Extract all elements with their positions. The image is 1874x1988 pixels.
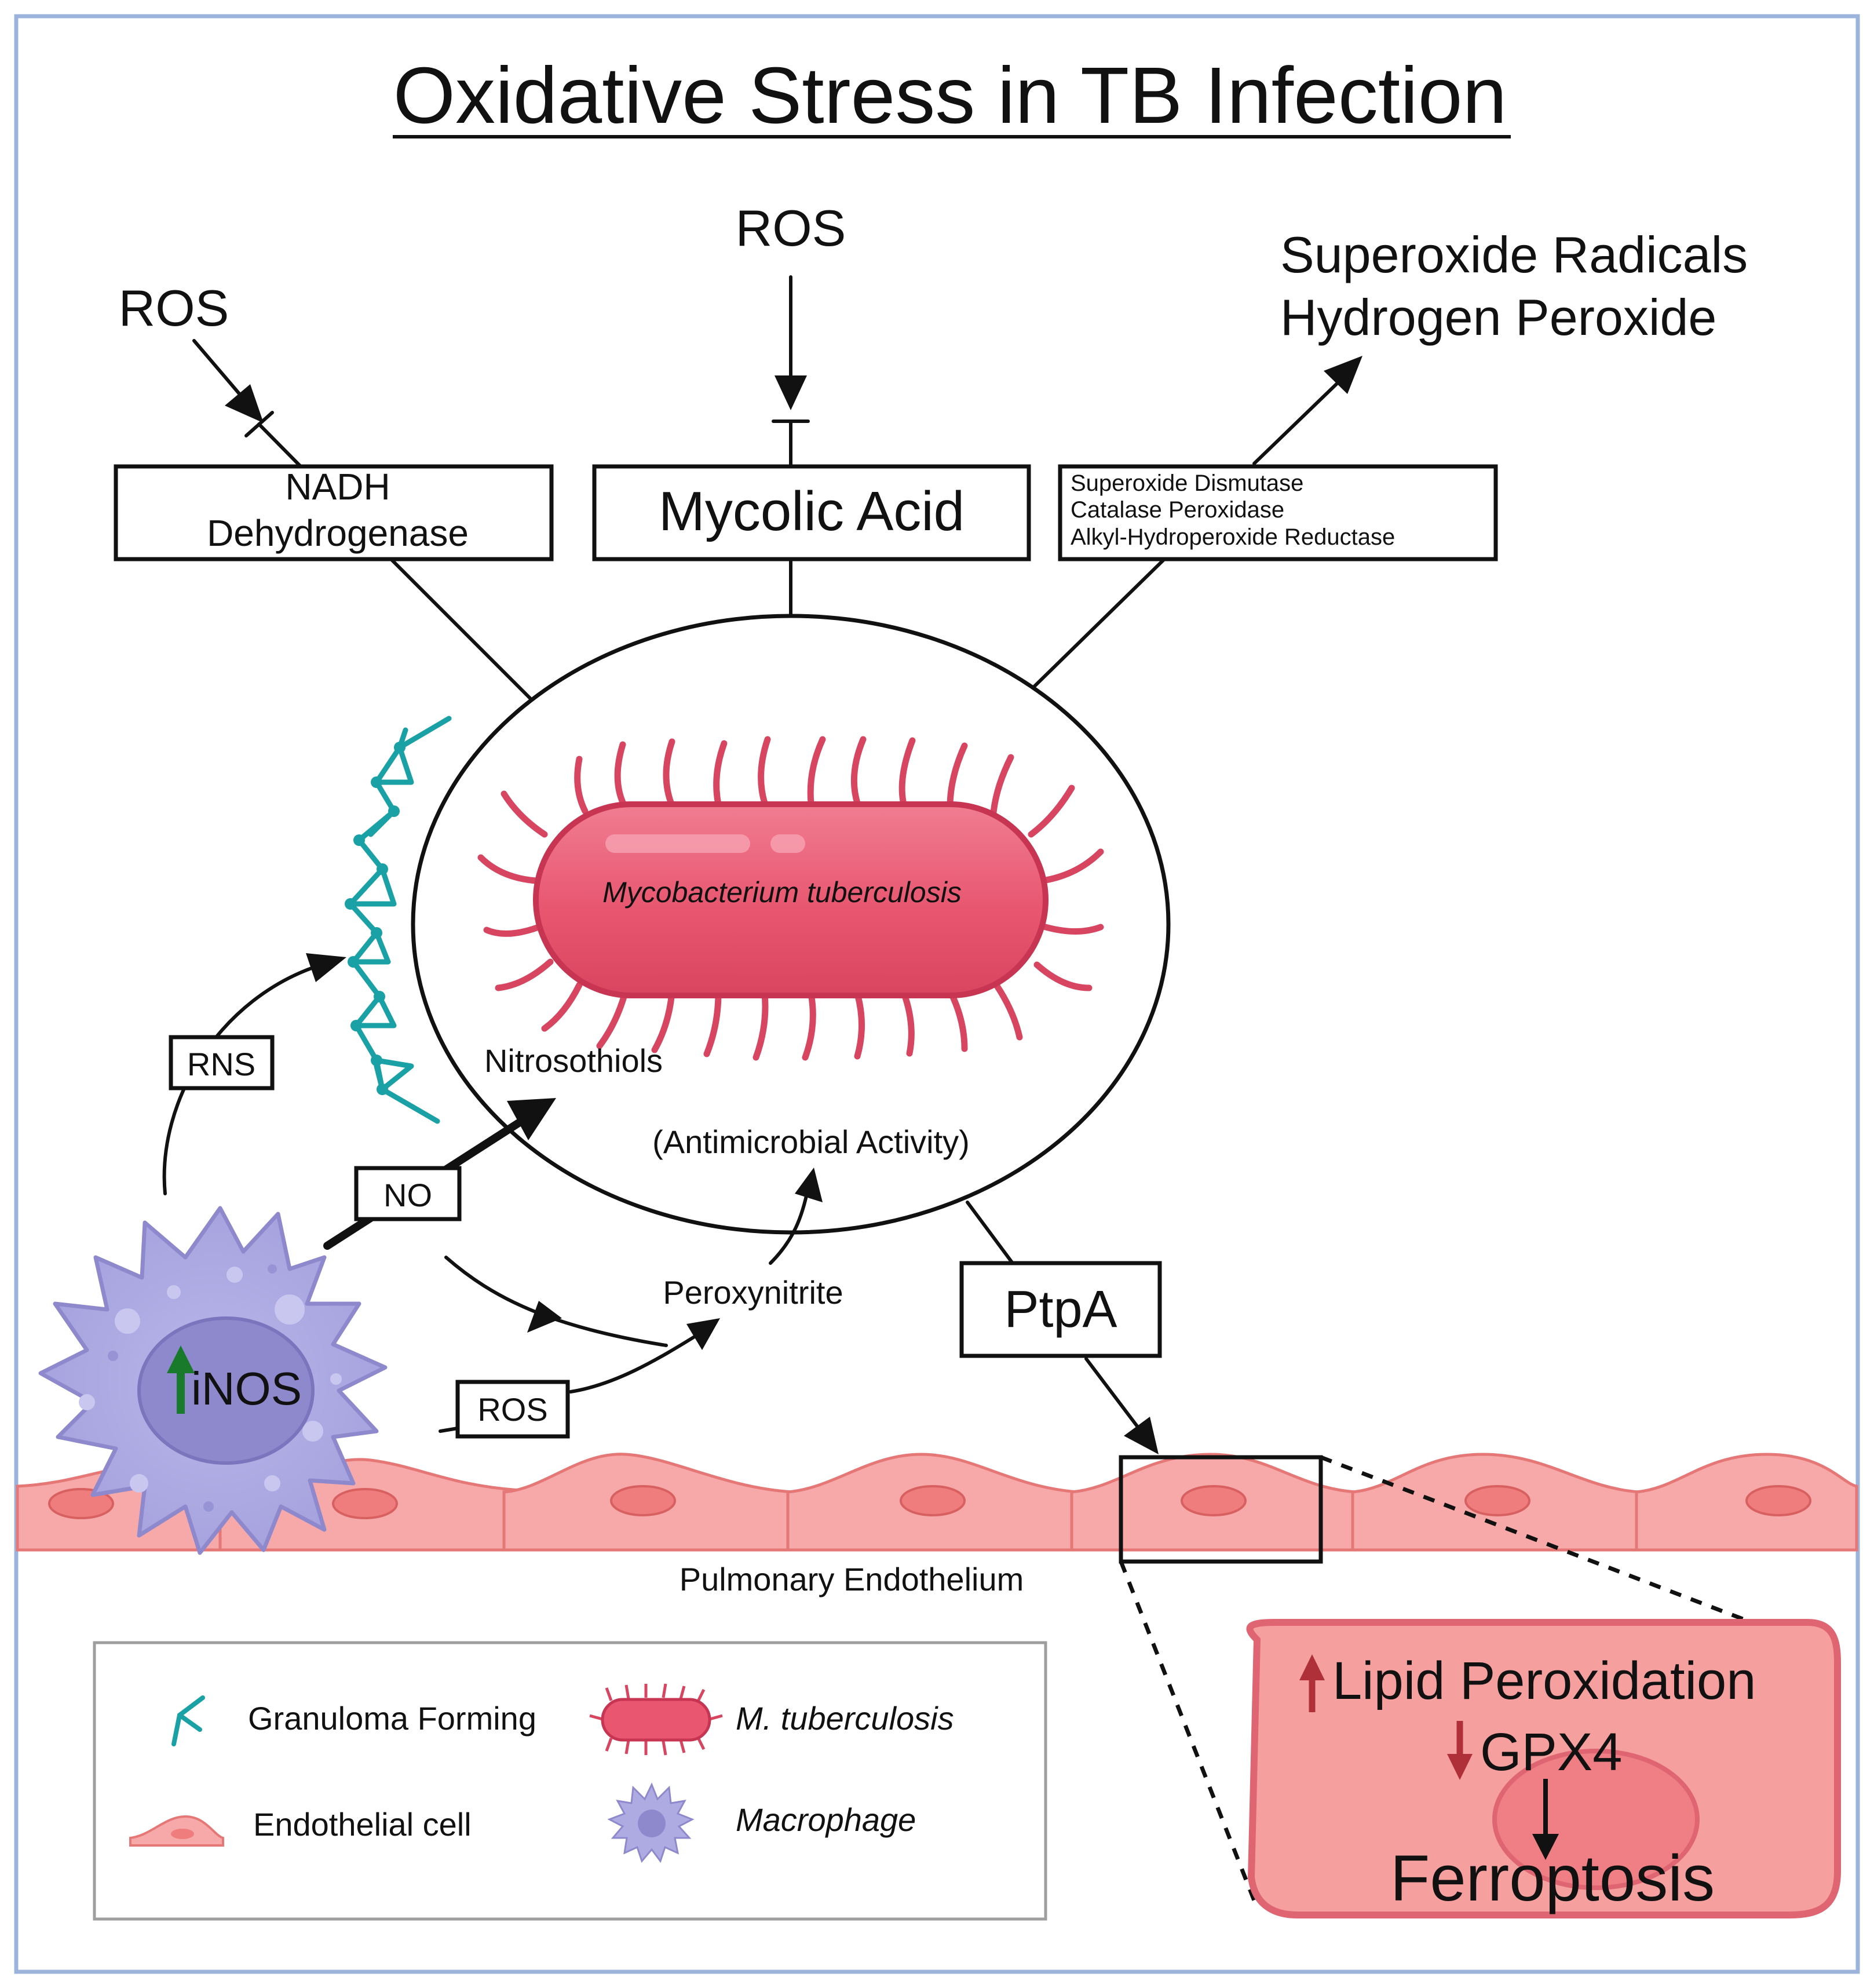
ros-bottom-stub [439, 1427, 459, 1433]
nadh-label-line1: NADH [285, 466, 390, 508]
ptpa-arrow-line [1084, 1357, 1142, 1432]
legend-tuberculosis-icon [589, 1683, 723, 1756]
enzyme-label-3: Alkyl-Hydroperoxide Reductase [1071, 524, 1395, 550]
ptpa-label: PtpA [1004, 1281, 1117, 1338]
mycolic-acid-box [592, 464, 1031, 561]
granuloma-nodes [345, 742, 406, 1095]
ros-left-inhibition-stem [257, 422, 304, 470]
peroxynitrite-to-antimicrobial-path [769, 1186, 810, 1265]
legend-macrophage-label: Macrophage [736, 1801, 916, 1838]
zoom-dash-top [1320, 1455, 1768, 1630]
ros-left-arrow-line [192, 339, 246, 402]
inos-label: iNOS [191, 1363, 302, 1414]
lipid-peroxidation-label: Lipid Peroxidation [1332, 1651, 1756, 1710]
no-to-peroxynitrite-path [444, 1256, 668, 1347]
hydrogen-peroxide-label: Hydrogen Peroxide [1280, 289, 1716, 346]
outer-frame [14, 14, 1860, 1974]
no-to-peroxynitrite-arrowhead [527, 1301, 562, 1333]
ptpa-box [959, 1261, 1162, 1358]
legend-endothelial-icon [129, 1815, 224, 1847]
rns-arrowhead [306, 953, 346, 982]
endothelium-row [16, 1453, 1858, 1552]
peroxynitrite-to-antimicrobial-arrowhead [795, 1168, 823, 1202]
enzymes-to-products-line [1252, 381, 1340, 465]
ros-to-peroxynitrite-path [569, 1331, 703, 1394]
peroxynitrite-label: Peroxynitrite [663, 1274, 843, 1311]
ros-label-top: ROS [736, 199, 846, 257]
gpx4-down-arrowhead [1447, 1754, 1473, 1780]
legend-endothelial-label: Endothelial cell [253, 1806, 472, 1843]
antioxidant-enzymes-box [1058, 464, 1498, 561]
ros-to-peroxynitrite-arrowhead [686, 1318, 720, 1350]
no-label: NO [383, 1177, 432, 1213]
ros-left-arrowhead [225, 384, 264, 423]
nitrosothiols-label: Nitrosothiols [484, 1042, 663, 1079]
zoom-selection-box [1119, 1455, 1323, 1564]
nadh-connector [389, 557, 532, 700]
mycolic-acid-label: Mycolic Acid [659, 480, 965, 542]
no-box [354, 1166, 462, 1221]
circle-to-ptpa-line [966, 1201, 1014, 1265]
nadh-dehydrogenase-box [114, 464, 554, 561]
ros-top-arrowhead [775, 375, 807, 410]
ros-bottom-box [455, 1380, 570, 1439]
enzymes-connector [1029, 557, 1166, 691]
zoom-dash-bottom [1119, 1560, 1256, 1902]
antimicrobial-activity-label: (Antimicrobial Activity) [652, 1124, 970, 1160]
enzyme-label-2: Catalase Peroxidase [1071, 497, 1284, 523]
inos-up-arrowhead [167, 1345, 195, 1373]
ferroptosis-label: Ferroptosis [1390, 1842, 1715, 1914]
superoxide-radicals-label: Superoxide Radicals [1280, 226, 1748, 283]
legend-macrophage-icon [607, 1782, 695, 1863]
bacterium-name-label: Mycobacterium tuberculosis [602, 876, 962, 909]
rns-box [169, 1035, 275, 1090]
enzyme-label-1: Superoxide Dismutase [1071, 470, 1303, 496]
gpx4-to-ferroptosis-arrowhead [1532, 1834, 1559, 1860]
bacterium-highlight-dot [770, 834, 805, 853]
ros-label-left: ROS [119, 279, 229, 337]
legend-tuberculosis-label: M. tuberculosis [736, 1700, 954, 1737]
diagram-title: Oxidative Stress in TB Infection [393, 51, 1507, 140]
enzymes-to-products-arrowhead [1324, 356, 1362, 394]
ros-bottom-label: ROS [477, 1391, 547, 1428]
legend-granuloma-icon [171, 1695, 205, 1746]
legend-box [93, 1641, 1047, 1921]
no-arrowhead [507, 1098, 556, 1140]
rns-label: RNS [187, 1046, 255, 1082]
ptpa-arrowhead [1124, 1417, 1159, 1454]
bacterium-highlight [605, 834, 750, 853]
gpx4-label: GPX4 [1480, 1723, 1622, 1782]
pulmonary-endothelium-label: Pulmonary Endothelium [680, 1561, 1024, 1597]
lipid-up-arrowhead [1299, 1654, 1325, 1680]
legend-granuloma-label: Granuloma Forming [248, 1700, 536, 1737]
nadh-label-line2: Dehydrogenase [207, 512, 469, 554]
